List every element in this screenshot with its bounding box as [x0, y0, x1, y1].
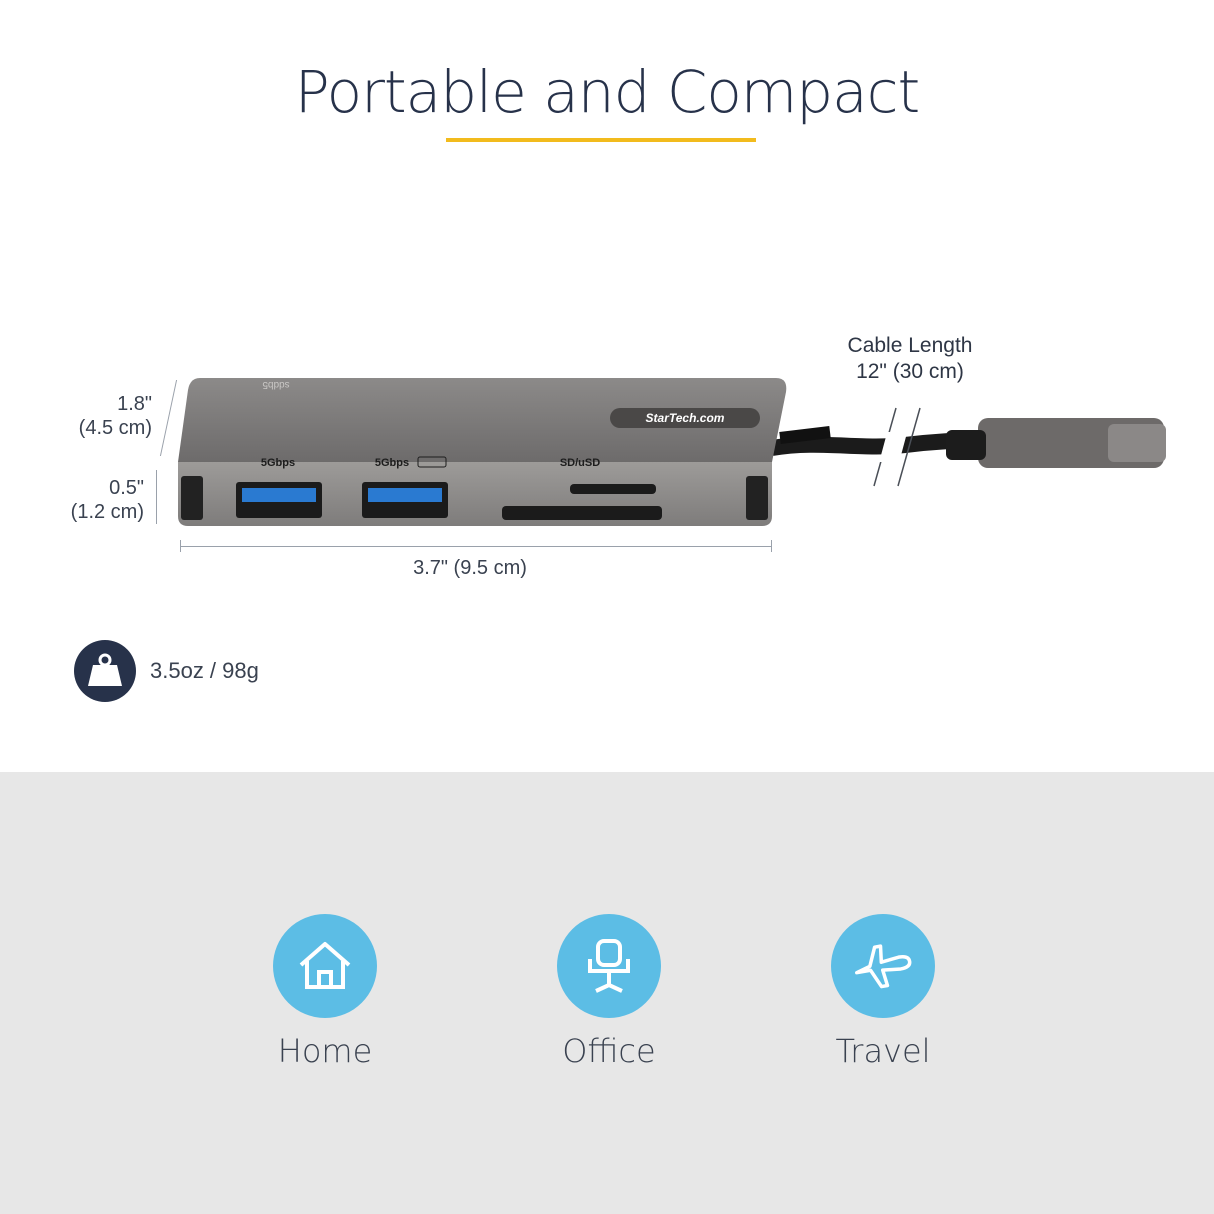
- page-title: Portable and Compact: [294, 58, 921, 126]
- cable: [770, 432, 986, 456]
- title-underline: [446, 138, 756, 142]
- micro-sd-slot: [570, 484, 656, 494]
- height-cm: (4.5 cm): [78, 417, 152, 439]
- depth-dimension-line: [156, 470, 157, 524]
- use-case-label: Home: [277, 1032, 373, 1070]
- use-case-label: Travel: [835, 1032, 931, 1070]
- width-label: 3.7" (9.5 cm): [413, 557, 527, 579]
- depth-cm: (1.2 cm): [70, 501, 144, 523]
- brand-label: StarTech.com: [646, 411, 725, 425]
- use-case-travel: Travel: [783, 914, 983, 1070]
- use-case-home: Home: [225, 914, 425, 1070]
- sd-slot: [502, 506, 662, 520]
- house-icon: [273, 914, 377, 1018]
- usb-port-1: [236, 482, 322, 518]
- weight-value: 3.5oz / 98g: [150, 658, 259, 683]
- cable-length-label: Cable Length 12" (30 cm): [820, 333, 1000, 385]
- depth-label: 0.5" (1.2 cm): [52, 476, 144, 524]
- height-inches: 1.8": [117, 393, 152, 415]
- height-dimension-line: [159, 380, 178, 456]
- port1-speed-label: 5Gbps: [261, 457, 295, 469]
- weight-icon: [74, 640, 136, 702]
- cable-length-value: 12" (30 cm): [856, 360, 964, 383]
- height-label: 1.8" (4.5 cm): [60, 392, 152, 440]
- width-tick-left: [180, 540, 181, 552]
- usb-port-2: [362, 482, 448, 518]
- hub-front-face: [178, 462, 772, 526]
- airplane-icon: [831, 914, 935, 1018]
- top-print: sddb5: [262, 379, 290, 390]
- weight-info: 3.5oz / 98g: [74, 640, 259, 702]
- width-dimension-line: [180, 546, 772, 547]
- port2-speed-label: 5Gbps: [375, 457, 409, 469]
- office-chair-icon: [557, 914, 661, 1018]
- hub-top-surface: [178, 378, 787, 462]
- cable-length-title: Cable Length: [847, 334, 973, 357]
- use-case-office: Office: [509, 914, 709, 1070]
- use-case-label: Office: [562, 1032, 656, 1070]
- usb-c-connector: [978, 418, 1164, 468]
- width-tick-right: [771, 540, 772, 552]
- card-slot-label: SD/uSD: [560, 457, 600, 469]
- depth-inches: 0.5": [109, 477, 144, 499]
